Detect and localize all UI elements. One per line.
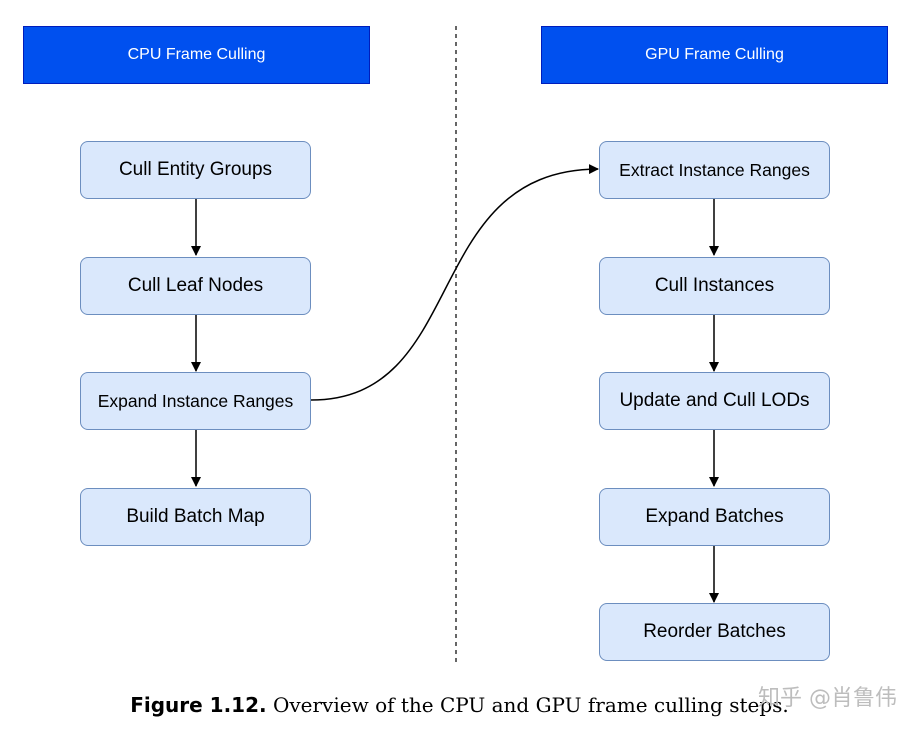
cpu-step-expand-instance-ranges: Expand Instance Ranges bbox=[80, 372, 311, 430]
watermark: 知乎 @肖鲁伟 bbox=[758, 686, 897, 711]
figure-label: Figure 1.12. bbox=[130, 693, 267, 717]
cpu-frame-culling-header: CPU Frame Culling bbox=[23, 26, 370, 84]
gpu-step-update-and-cull-lods: Update and Cull LODs bbox=[599, 372, 830, 430]
arrow-expand-instance-ranges-to-extract-instance-ranges bbox=[310, 164, 599, 401]
cpu-step-cull-leaf-nodes: Cull Leaf Nodes bbox=[80, 257, 311, 315]
gpu-step-expand-batches: Expand Batches bbox=[599, 488, 830, 546]
gpu-step-reorder-batches: Reorder Batches bbox=[599, 603, 830, 661]
cpu-step-cull-entity-groups: Cull Entity Groups bbox=[80, 141, 311, 199]
gpu-step-extract-instance-ranges: Extract Instance Ranges bbox=[599, 141, 830, 199]
gpu-frame-culling-header: GPU Frame Culling bbox=[541, 26, 888, 84]
figure-caption-text: Overview of the CPU and GPU frame cullin… bbox=[272, 693, 789, 717]
gpu-step-cull-instances: Cull Instances bbox=[599, 257, 830, 315]
cpu-step-build-batch-map: Build Batch Map bbox=[80, 488, 311, 546]
figure-caption: Figure 1.12. Overview of the CPU and GPU… bbox=[0, 693, 919, 717]
